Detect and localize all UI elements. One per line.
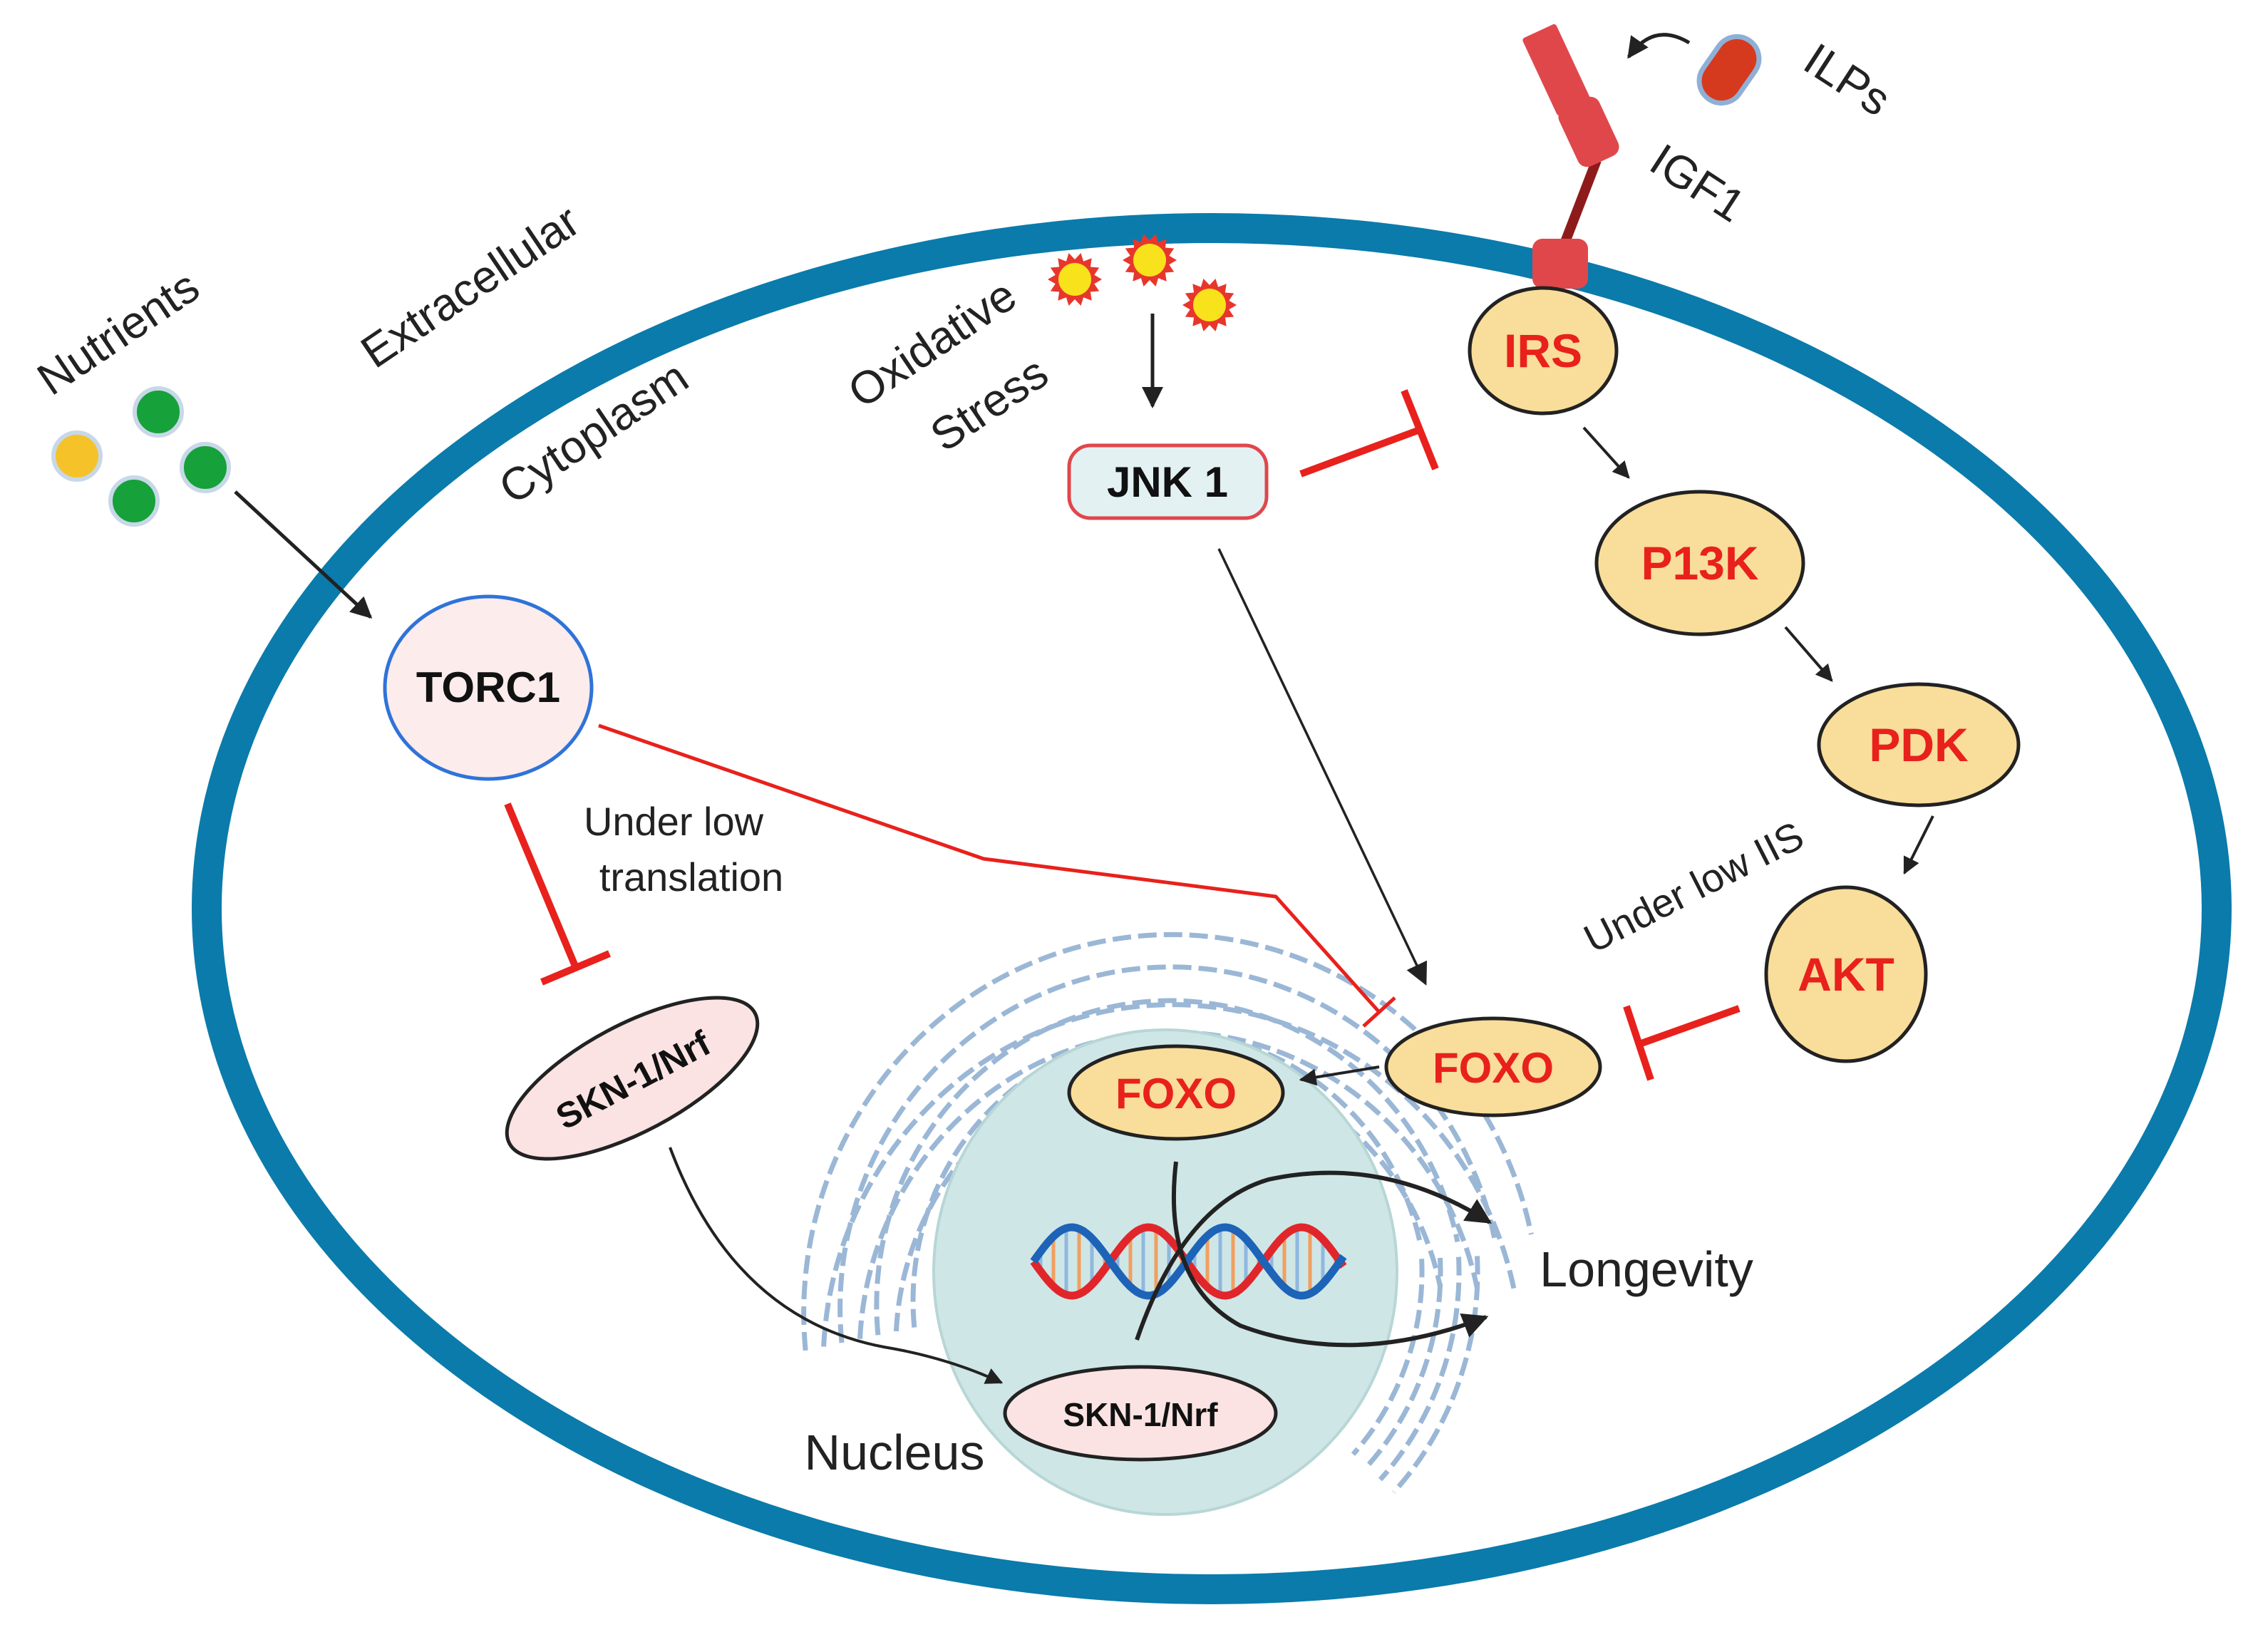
inhibit-akt-foxo bbox=[1638, 1005, 1741, 1048]
foxo-cytoplasm-label: FOXO bbox=[1433, 1044, 1554, 1092]
node-pi3k[interactable]: P13K bbox=[1594, 490, 1805, 636]
akt-label: AKT bbox=[1798, 948, 1894, 1001]
igf1-label: IGF1 bbox=[1641, 134, 1755, 232]
er-membrane-arc bbox=[821, 1002, 1517, 1347]
arrow-jnk1-foxo bbox=[1217, 548, 1428, 986]
ros-particle bbox=[1048, 253, 1102, 306]
node-skn-nucleus[interactable]: SKN-1/Nrf bbox=[1003, 1365, 1278, 1462]
foxo-nucleus-label: FOXO bbox=[1115, 1070, 1237, 1117]
dna-strand-blue bbox=[1030, 1223, 1347, 1300]
er-membrane-arc bbox=[1364, 1257, 1443, 1469]
longevity-label: Longevity bbox=[1540, 1241, 1753, 1297]
er-membrane-arc bbox=[893, 1057, 1443, 1332]
er-membrane-arc bbox=[1391, 1256, 1480, 1494]
node-torc1[interactable]: TORC1 bbox=[383, 594, 594, 781]
arrow-nutrients-torc1 bbox=[234, 490, 373, 619]
ilp-ligand-icon bbox=[1696, 33, 1762, 106]
inhibit-jnk1-irs bbox=[1299, 426, 1421, 477]
jnk1-label: JNK 1 bbox=[1107, 458, 1228, 506]
nucleus-label: Nucleus bbox=[805, 1425, 985, 1480]
nutrient-particles-icon bbox=[51, 386, 231, 527]
ros-particle bbox=[1182, 279, 1237, 331]
torc1-label: TORC1 bbox=[416, 664, 560, 711]
pi3k-label: P13K bbox=[1641, 537, 1758, 589]
inhibit-torc1-foxo bbox=[598, 723, 1381, 1013]
irs-label: IRS bbox=[1504, 324, 1582, 377]
arrow-skn-nucleus bbox=[669, 1147, 1004, 1384]
under-low-translation-label-1: Under low bbox=[584, 799, 764, 844]
arrow-irs-pi3k bbox=[1582, 426, 1630, 479]
ros-particle bbox=[1123, 234, 1177, 286]
skn-nucleus-label: SKN-1/Nrf bbox=[1063, 1396, 1218, 1433]
arrow-skn-longevity bbox=[1135, 1170, 1492, 1341]
pdk-label: PDK bbox=[1869, 718, 1969, 771]
node-jnk1[interactable]: JNK 1 bbox=[1067, 443, 1269, 520]
node-pdk[interactable]: PDK bbox=[1817, 682, 2021, 807]
ros-particle-icon bbox=[1048, 234, 1237, 331]
dna-helix-icon bbox=[1030, 1223, 1347, 1300]
node-irs[interactable]: IRS bbox=[1468, 286, 1619, 415]
arrow-foxo-nucleus bbox=[1299, 1065, 1380, 1086]
arrow-foxo-longevity bbox=[1171, 1161, 1489, 1348]
er-membrane-arc bbox=[857, 1029, 1480, 1339]
node-akt[interactable]: AKT bbox=[1764, 885, 1928, 1063]
node-foxo-nucleus[interactable]: FOXO bbox=[1067, 1044, 1285, 1141]
er-membrane-arc bbox=[874, 998, 1460, 1336]
er-membrane-arc bbox=[1378, 1256, 1462, 1482]
extracellular-label: Extracellular bbox=[352, 195, 589, 378]
node-foxo-cytoplasm[interactable]: FOXO bbox=[1384, 1016, 1602, 1117]
arrow-pdk-akt bbox=[1903, 815, 1934, 875]
igf1-receptor-icon bbox=[1522, 24, 1619, 289]
arrow-pi3k-pdk bbox=[1784, 626, 1833, 682]
ligand-binding-arrow bbox=[1626, 33, 1691, 59]
ilps-label: ILPs bbox=[1795, 33, 1900, 125]
er-membrane-arc bbox=[1351, 1259, 1425, 1456]
nutrients-label: Nutrients bbox=[28, 260, 208, 405]
inhibition-lines bbox=[504, 389, 1741, 1081]
inhibit-torc1-skn bbox=[504, 802, 579, 969]
under-low-translation-label-2: translation bbox=[599, 855, 783, 899]
activation-arrows bbox=[234, 314, 1934, 1384]
er-membrane-arc bbox=[801, 931, 1534, 1351]
